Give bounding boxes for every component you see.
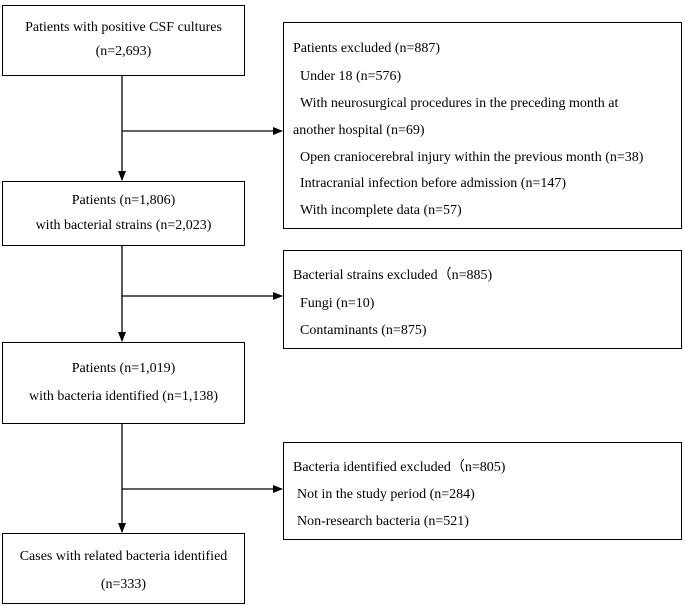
main-box-line: Patients (n=1,806) xyxy=(71,193,176,208)
exclusion-box-bacteria: Bacteria identified excluded（n=805) Not … xyxy=(283,442,682,540)
exclusion-box-strains: Bacterial strains excluded（n=885) Fungi … xyxy=(283,250,682,349)
exclusion-title: Bacteria identified excluded（n=805) xyxy=(293,460,506,475)
exclusion-item: Fungi (n=10) xyxy=(300,296,375,311)
exclusion-item: Open craniocerebral injury within the pr… xyxy=(300,150,644,165)
exclusion-item: Under 18 (n=576) xyxy=(300,69,402,84)
main-box-related-bacteria: Cases with related bacteria identified (… xyxy=(2,533,245,604)
main-box-line: with bacteria identified (n=1,138) xyxy=(28,389,219,404)
exclusion-title: Bacterial strains excluded（n=885) xyxy=(293,268,493,283)
exclusion-item: another hospital (n=69) xyxy=(293,123,425,138)
main-box-positive-cultures: Patients with positive CSF cultures (n=2… xyxy=(2,5,245,76)
exclusion-item: Contaminants (n=875) xyxy=(300,323,427,338)
main-box-line: (n=333) xyxy=(100,577,147,592)
exclusion-item: Non-research bacteria (n=521) xyxy=(297,514,469,529)
main-box-line: Cases with related bacteria identified xyxy=(19,549,228,564)
main-box-line: Patients (n=1,019) xyxy=(71,361,176,376)
exclusion-item: Not in the study period (n=284) xyxy=(297,487,475,502)
exclusion-item: With neurosurgical procedures in the pre… xyxy=(300,96,619,111)
main-box-line: (n=2,693) xyxy=(95,44,152,59)
exclusion-box-patients: Patients excluded (n=887) Under 18 (n=57… xyxy=(283,22,682,229)
exclusion-title: Patients excluded (n=887) xyxy=(293,41,441,56)
main-box-line: with bacterial strains (n=2,023) xyxy=(35,218,212,233)
main-box-line: Patients with positive CSF cultures xyxy=(25,20,222,35)
exclusion-item: Intracranial infection before admission … xyxy=(300,176,567,191)
main-box-bacteria-identified: Patients (n=1,019) with bacteria identif… xyxy=(2,342,245,424)
main-box-bacterial-strains: Patients (n=1,806) with bacterial strain… xyxy=(2,181,245,246)
exclusion-item: With incomplete data (n=57) xyxy=(300,203,462,218)
